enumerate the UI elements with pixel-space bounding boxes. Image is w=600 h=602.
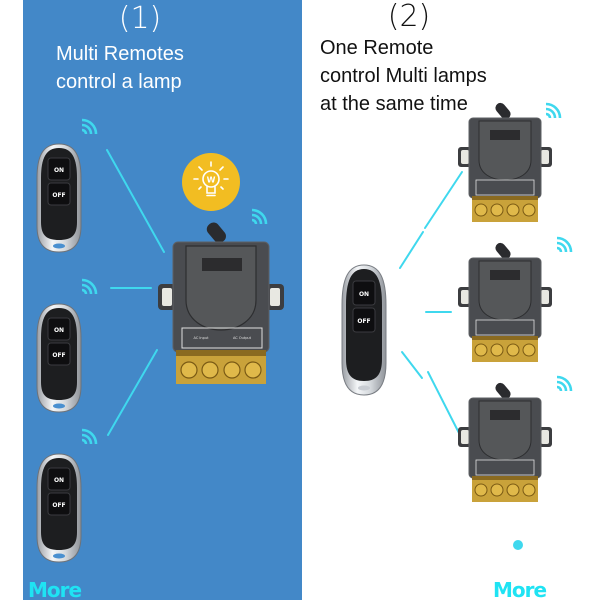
connector-line-remote-relay1 — [399, 231, 424, 269]
relay-module-3 — [458, 380, 552, 509]
lightbulb-w-icon: W — [181, 152, 241, 217]
scenario-2-caption-line3: at the same time — [320, 93, 468, 115]
relay-input-label: AC Input — [194, 336, 210, 340]
more-label-right: More — [493, 578, 547, 602]
connector-line-remote-relay3 — [401, 351, 423, 379]
remote-control-2: ON OFF — [35, 302, 83, 419]
remote-2-off-button-label: OFF — [52, 352, 65, 359]
more-dot — [513, 540, 523, 550]
relay-module-1 — [458, 100, 552, 229]
remote-control-3: ON OFF — [35, 452, 83, 569]
relay-output-label: AC Output — [233, 336, 252, 340]
remote-1-on-button-label: ON — [54, 167, 64, 174]
remote-main-on-button-label: ON — [359, 291, 369, 298]
connector-line-remote-relay3b — [427, 371, 461, 436]
relay-module-main: AC Input AC Output — [158, 220, 284, 393]
remote-1-off-button-label: OFF — [52, 192, 65, 199]
scenario-2-number: (2) — [387, 0, 431, 34]
scenario-1-caption-line1: Multi Remotes — [56, 43, 184, 65]
remote-control-main: ON OFF — [340, 263, 388, 402]
relay-module-2 — [458, 240, 552, 369]
wifi-icon-relay-right2 — [555, 236, 573, 254]
remote-3-on-button-label: ON — [54, 477, 64, 484]
wifi-icon-relay-right3 — [555, 375, 573, 393]
connector-line-remote-relay1b — [424, 171, 463, 229]
scenario-2-caption-line2: control Multi lamps — [320, 65, 487, 87]
lamp-letter: W — [207, 176, 216, 185]
scenario-2-caption-line1: One Remote — [320, 37, 434, 59]
remote-control-1: ON OFF — [35, 142, 83, 259]
scenario-1-caption-line2: control a lamp — [56, 71, 182, 93]
scenario-1-number: (1) — [118, 1, 162, 36]
remote-main-off-button-label: OFF — [357, 318, 370, 325]
more-label-left: More — [28, 578, 82, 602]
remote-2-on-button-label: ON — [54, 327, 64, 334]
remote-3-off-button-label: OFF — [52, 502, 65, 509]
